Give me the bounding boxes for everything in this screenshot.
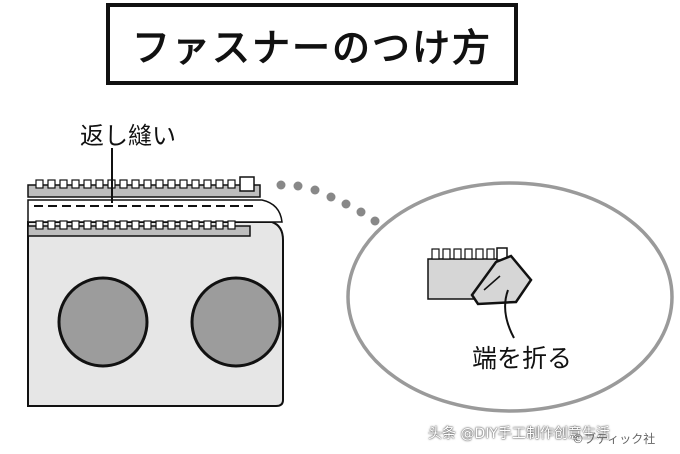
top-zipper-end xyxy=(239,176,255,192)
return-stitch-label: 返し縫い xyxy=(80,122,176,150)
page-title: ファスナーのつけ方 xyxy=(131,25,492,70)
right-hole xyxy=(190,276,282,368)
top-zipper-teeth xyxy=(35,179,236,189)
folded-end xyxy=(470,254,533,306)
credit-text: ©ブティック社 xyxy=(572,432,656,446)
left-hole xyxy=(57,276,149,368)
top-zipper xyxy=(27,148,261,207)
zoomed-zipper xyxy=(427,247,533,339)
title-box: ファスナーのつけ方 xyxy=(106,3,518,85)
fold-end-pointer xyxy=(504,289,515,339)
fold-end-label: 端を折る xyxy=(472,344,573,373)
bottom-zipper xyxy=(27,220,251,237)
watermark: 头条 @DIY手工制作创意生活 xyxy=(428,426,610,442)
fold-band xyxy=(27,199,283,223)
